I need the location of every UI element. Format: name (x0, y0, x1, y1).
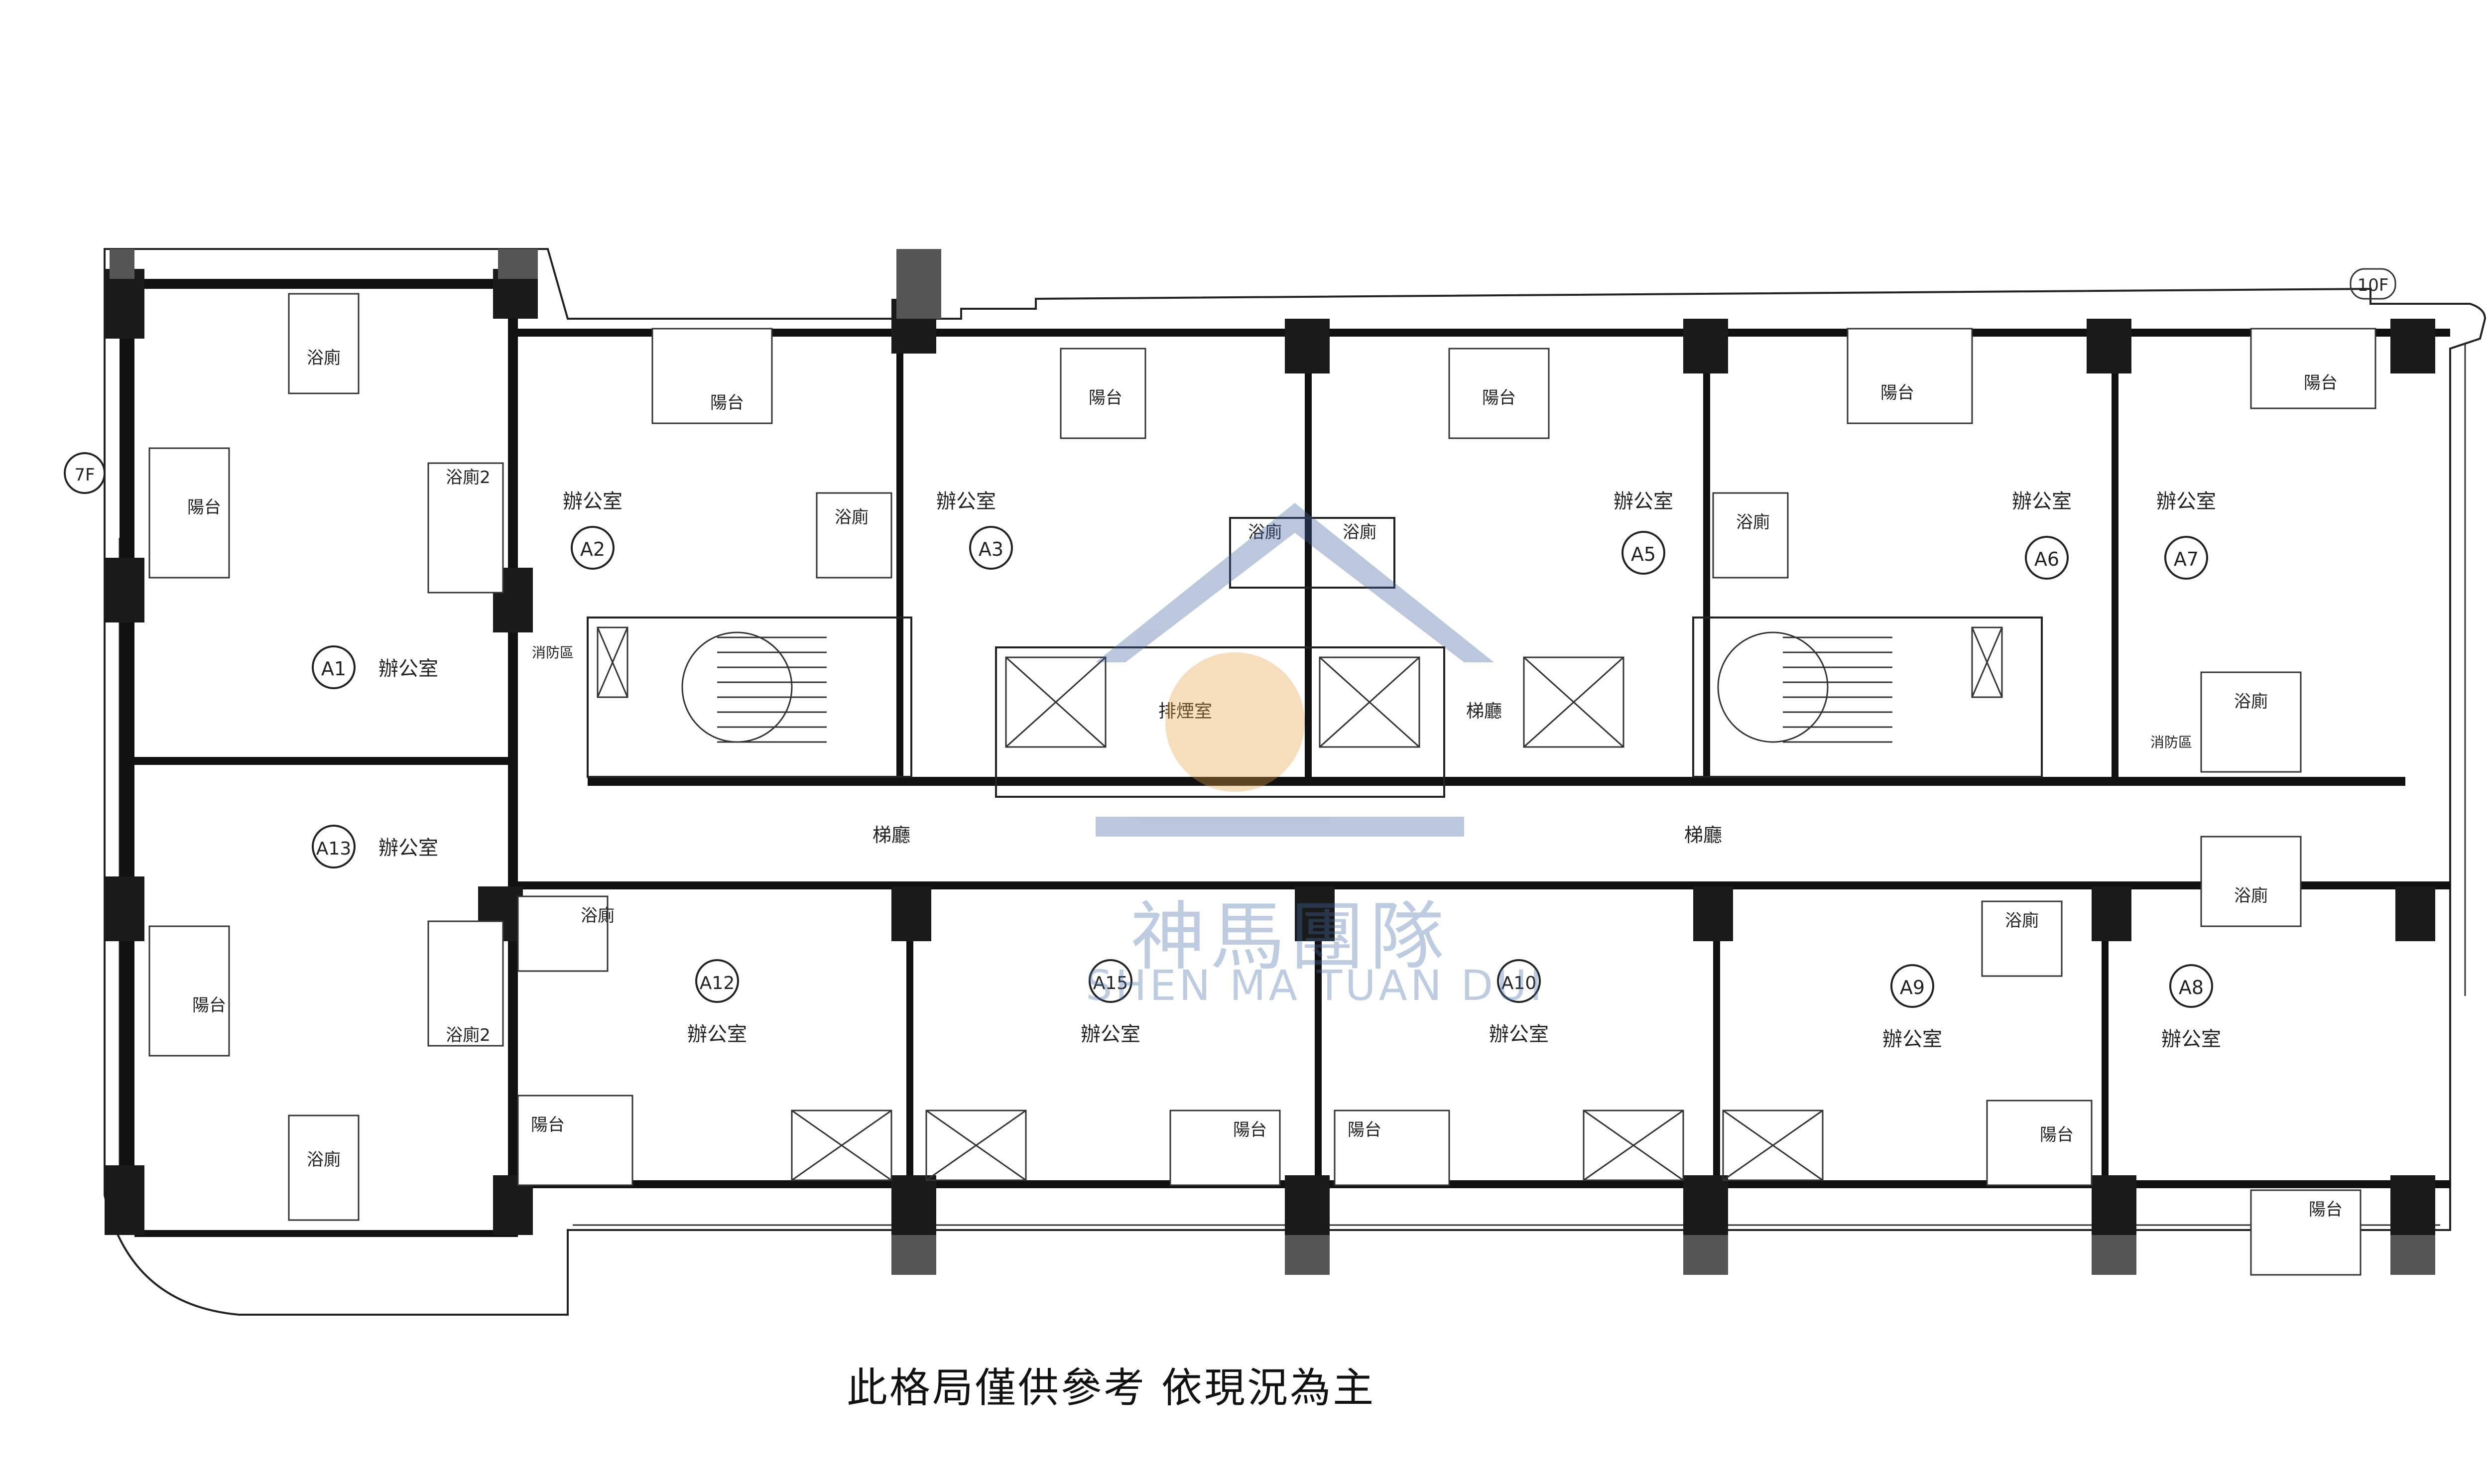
unit-id-a6: A6 (2034, 548, 2059, 570)
room-bath-core-a: 浴廁 (1248, 522, 1282, 542)
room-bath-a5: 浴廁 (1736, 512, 1770, 532)
unit-label-a13: 辦公室 (378, 837, 438, 860)
room-balcony-a3: 陽台 (1089, 388, 1122, 408)
unit-id-a9: A9 (1900, 977, 1925, 998)
room-stairs-hall: 梯廳 (1466, 701, 1502, 722)
room-bath-a12: 浴廁 (581, 906, 615, 926)
watermark-text-cn: 神馬團隊 (1130, 894, 1450, 981)
unit-id-a15: A15 (1093, 973, 1128, 993)
unit-id-a2: A2 (580, 538, 605, 560)
unit-id-a10: A10 (1501, 973, 1536, 993)
unit-label-a6: 辦公室 (2012, 490, 2072, 513)
room-smoke: 排煙室 (1158, 701, 1212, 722)
unit-label-a9: 辦公室 (1882, 1028, 1942, 1051)
unit-id-a5: A5 (1631, 543, 1656, 565)
room-balcony-a10: 陽台 (1348, 1120, 1381, 1140)
room-corridor-left: 梯廳 (872, 824, 910, 846)
unit-label-a8: 辦公室 (2161, 1028, 2221, 1051)
room-balcony-a6: 陽台 (1880, 383, 1914, 403)
floor-tag-left: 7F (74, 465, 95, 485)
floor-tag-right-frame (2350, 268, 2396, 300)
room-bath-a2: 浴廁 (835, 507, 869, 527)
unit-label-a10: 辦公室 (1489, 1023, 1549, 1046)
unit-id-a12: A12 (700, 973, 735, 993)
room-balcony-a1: 陽台 (187, 497, 221, 517)
floor-tag-right: 10F (2358, 275, 2389, 295)
unit-label-a1: 辦公室 (378, 657, 438, 680)
room-bath-a9: 浴廁 (2005, 911, 2039, 931)
watermark-text-en: SHEN MA TUAN DUI (1086, 961, 1545, 1010)
plan-caption: 此格局僅供參考 依現況為主 (847, 1364, 1376, 1412)
unit-id-a8: A8 (2179, 977, 2204, 998)
room-fire-a7: 消防區 (2150, 734, 2192, 750)
room-balcony-a2: 陽台 (710, 393, 744, 413)
floor-tag-left-ring (64, 452, 106, 494)
room-bath2-a13: 浴廁2 (446, 1025, 491, 1045)
unit-id-a1: A1 (321, 658, 346, 680)
unit-label-a15: 辦公室 (1081, 1023, 1140, 1046)
unit-label-a3: 辦公室 (936, 490, 996, 513)
room-balcony-a7: 陽台 (2304, 373, 2338, 393)
unit-id-a3: A3 (979, 538, 1003, 560)
unit-id-a13: A13 (316, 839, 351, 859)
room-bath-a13: 浴廁 (307, 1150, 341, 1170)
room-bath-core-b: 浴廁 (1343, 522, 1376, 542)
room-balcony-a13: 陽台 (192, 995, 226, 1015)
unit-label-a5: 辦公室 (1614, 490, 1673, 513)
room-balcony-a8: 陽台 (2309, 1200, 2343, 1220)
room-balcony-a15: 陽台 (1233, 1120, 1267, 1140)
unit-markers (312, 526, 2213, 1008)
unit-label-a2: 辦公室 (563, 490, 622, 513)
room-fire-a2: 消防區 (532, 644, 574, 661)
room-balcony-a9: 陽台 (2040, 1125, 2074, 1145)
room-bath2-a2: 浴廁2 (446, 468, 491, 488)
room-corridor-right: 梯廳 (1684, 824, 1722, 846)
room-balcony-a12: 陽台 (531, 1115, 565, 1135)
room-bath-a1: 浴廁 (307, 348, 341, 368)
unit-label-a7: 辦公室 (2156, 490, 2216, 513)
room-bath-a7: 浴廁 (2234, 692, 2268, 712)
unit-id-a7: A7 (2174, 548, 2199, 570)
unit-label-a12: 辦公室 (687, 1023, 747, 1046)
room-bath-a8: 浴廁 (2234, 886, 2268, 906)
watermark-logo-icon (1096, 503, 1494, 837)
room-balcony-a5: 陽台 (1482, 388, 1516, 408)
